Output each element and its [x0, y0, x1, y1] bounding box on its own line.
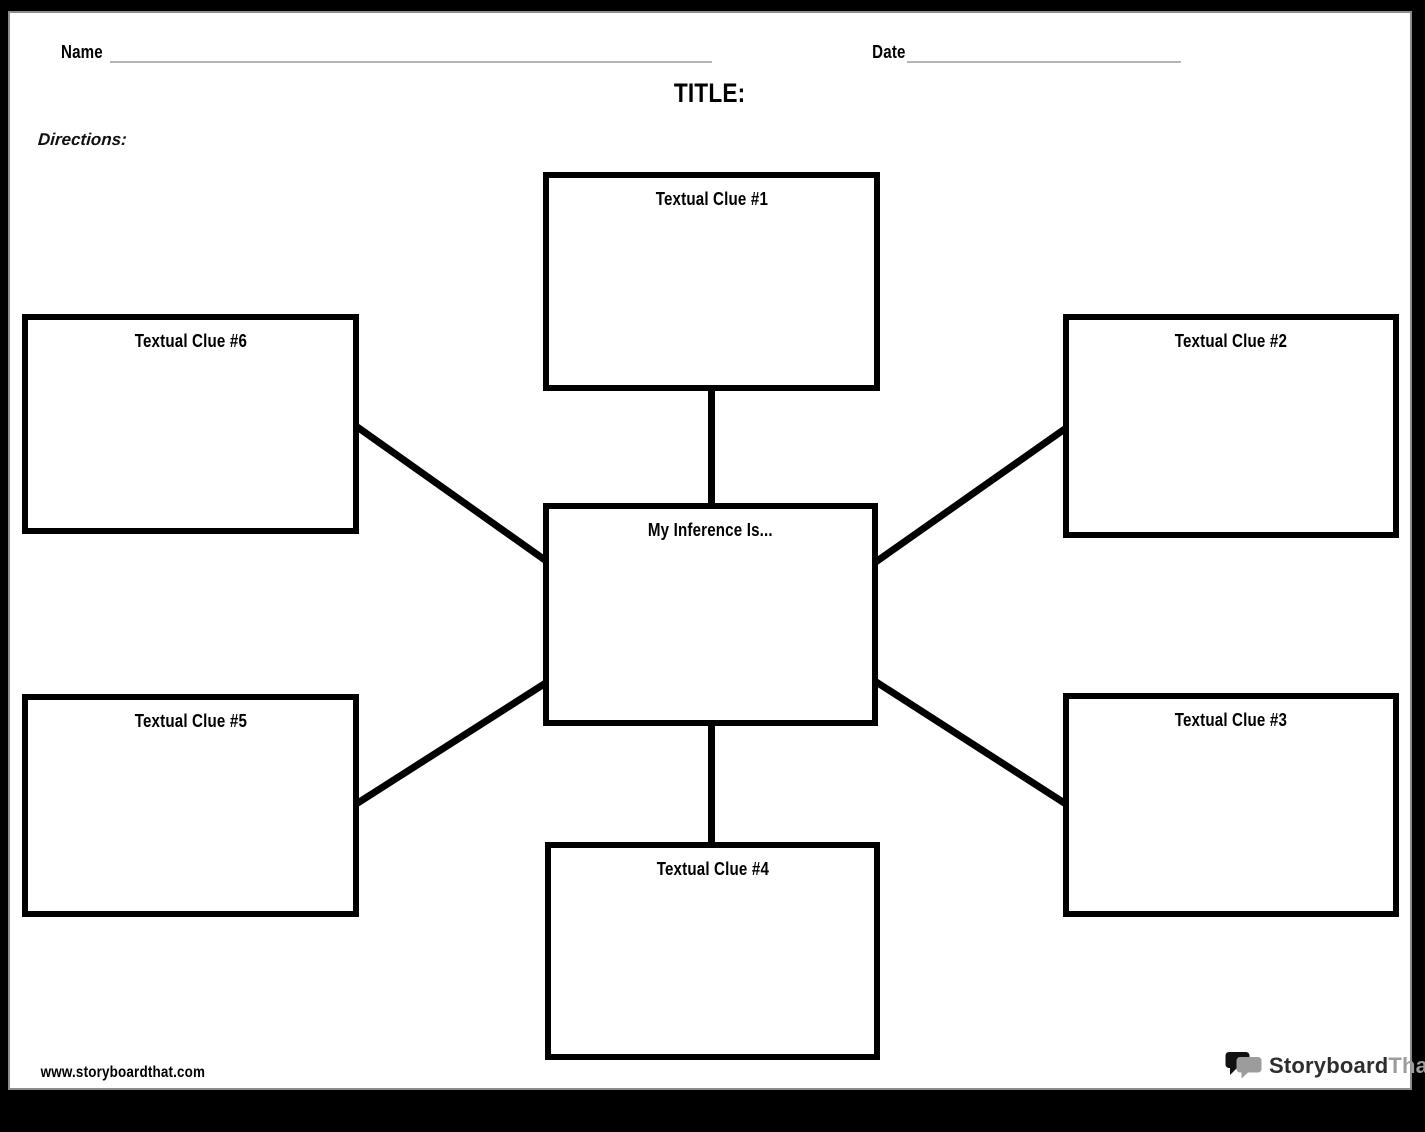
logo-text-primary: Storyboard — [1269, 1053, 1389, 1078]
date-label: Date — [872, 42, 906, 62]
date-input-line[interactable] — [907, 61, 1181, 63]
textual-clue-6-label: Textual Clue #6 — [134, 331, 247, 351]
speech-bubbles-icon — [1225, 1052, 1262, 1079]
storyboardthat-logo: StoryboardThat — [1225, 1050, 1425, 1082]
center-inference-box[interactable]: My Inference Is... — [543, 503, 878, 726]
textual-clue-box-5[interactable]: Textual Clue #5 — [22, 694, 359, 917]
textual-clue-2-label: Textual Clue #2 — [1174, 331, 1288, 351]
textual-clue-box-4[interactable]: Textual Clue #4 — [545, 842, 880, 1060]
name-input-line[interactable] — [110, 61, 712, 63]
textual-clue-box-2[interactable]: Textual Clue #2 — [1063, 314, 1399, 538]
logo-text-secondary: That — [1388, 1053, 1425, 1078]
textual-clue-box-6[interactable]: Textual Clue #6 — [22, 314, 359, 534]
website-url: www.storyboardthat.com — [40, 1064, 206, 1081]
logo-text: StoryboardThat — [1269, 1053, 1425, 1079]
name-label: Name — [60, 42, 103, 62]
page-title: TITLE: — [674, 78, 746, 108]
textual-clue-box-1[interactable]: Textual Clue #1 — [543, 172, 880, 391]
textual-clue-1-label: Textual Clue #1 — [655, 189, 768, 209]
textual-clue-box-3[interactable]: Textual Clue #3 — [1063, 693, 1399, 917]
textual-clue-4-label: Textual Clue #4 — [656, 859, 769, 879]
textual-clue-3-label: Textual Clue #3 — [1174, 710, 1288, 730]
center-inference-label: My Inference Is... — [648, 520, 773, 540]
textual-clue-5-label: Textual Clue #5 — [134, 711, 247, 731]
directions-label: Directions: — [37, 130, 128, 149]
